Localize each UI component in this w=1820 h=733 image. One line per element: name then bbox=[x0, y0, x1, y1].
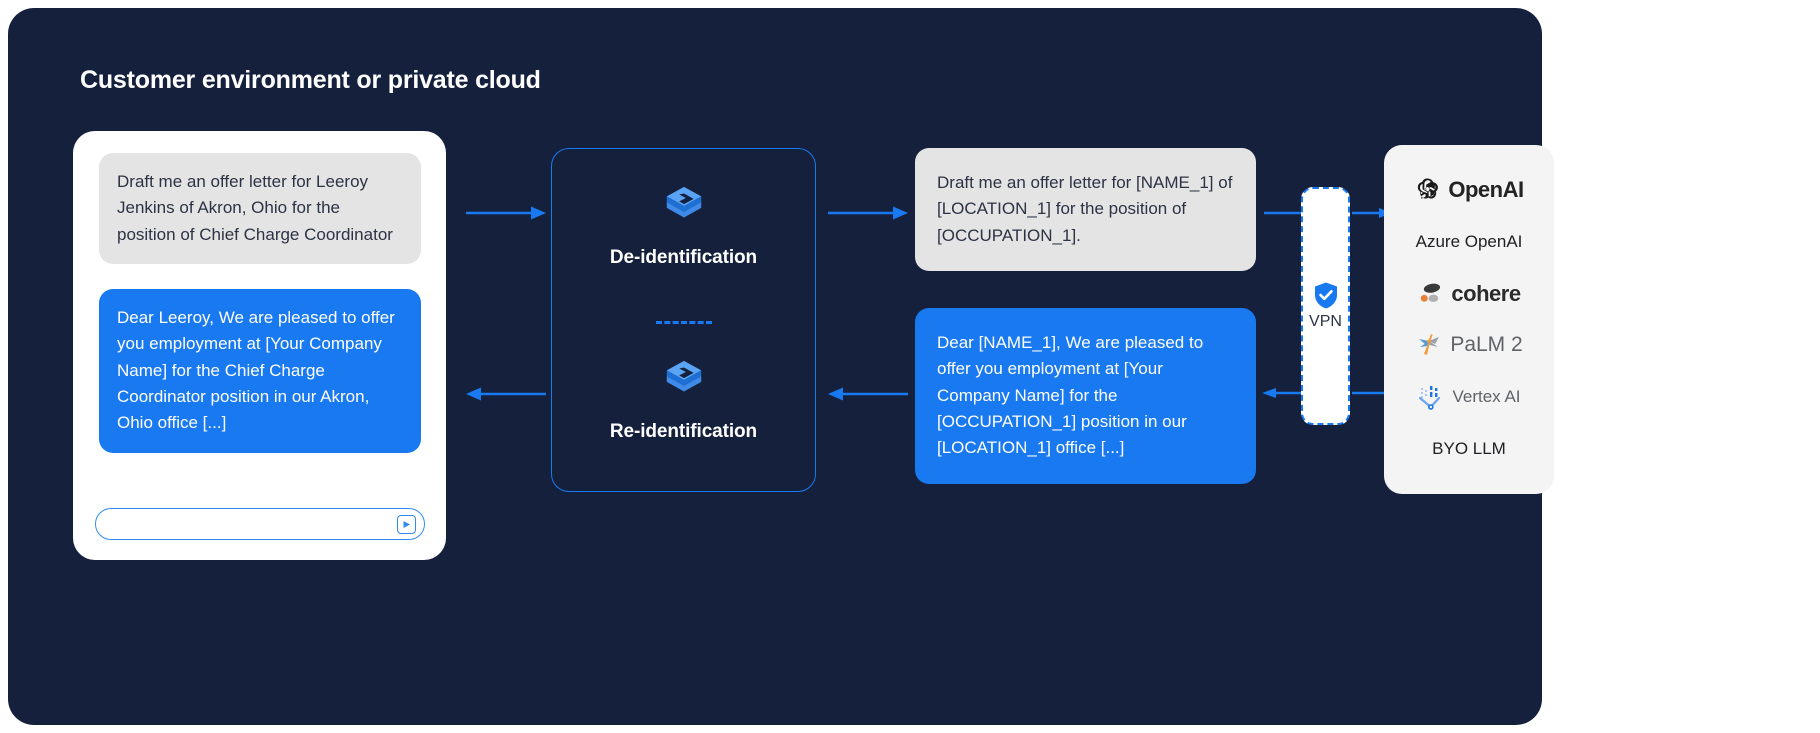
arrow-reidentification-to-chat bbox=[466, 382, 546, 406]
llm-provider-label: Vertex AI bbox=[1452, 387, 1521, 407]
palm-logo-icon bbox=[1419, 334, 1440, 356]
shield-check-icon bbox=[1314, 282, 1337, 308]
vertex-ai-logo-icon bbox=[1419, 386, 1441, 411]
chat-message-user: Draft me an offer letter for Leeroy Jenk… bbox=[99, 153, 421, 265]
step-label-re-identification: Re-identification bbox=[609, 421, 758, 442]
chat-composer[interactable] bbox=[95, 508, 425, 540]
deidentification-engine-card: De-identification Re-identification bbox=[551, 148, 816, 492]
layers-stack-icon bbox=[666, 186, 701, 218]
step-de-identification: De-identification bbox=[552, 183, 815, 269]
send-icon[interactable] bbox=[397, 514, 416, 534]
arrow-redacted-to-reidentification bbox=[828, 382, 908, 406]
chat-message-assistant: Dear Leeroy, We are pleased to offer you… bbox=[99, 289, 421, 453]
llm-provider-vertex-ai: Vertex AI bbox=[1384, 376, 1554, 418]
llm-provider-label: BYO LLM bbox=[1432, 439, 1506, 459]
chat-input[interactable] bbox=[110, 509, 390, 539]
arrow-chat-to-deidentification bbox=[466, 201, 546, 225]
redacted-message-assistant: Dear [NAME_1], We are pleased to offer y… bbox=[915, 308, 1256, 484]
llm-provider-openai: OpenAI bbox=[1384, 169, 1554, 211]
layers-stack-icon bbox=[666, 360, 701, 392]
openai-logo-icon bbox=[1418, 178, 1439, 200]
page-title: Customer environment or private cloud bbox=[80, 66, 541, 94]
llm-provider-label: OpenAI bbox=[1448, 176, 1524, 202]
llm-providers-card: OpenAI Azure OpenAI cohere bbox=[1384, 145, 1554, 494]
step-re-identification: Re-identification bbox=[552, 357, 815, 443]
arrow-deidentification-to-redacted bbox=[828, 201, 908, 225]
llm-provider-azure-openai: Azure OpenAI bbox=[1384, 221, 1554, 263]
redacted-message-user: Draft me an offer letter for [NAME_1] of… bbox=[915, 148, 1256, 272]
step-label-de-identification: De-identification bbox=[609, 247, 758, 268]
arrow-vpn-to-redacted bbox=[1262, 385, 1304, 401]
vpn-label: VPN bbox=[1309, 312, 1342, 330]
llm-provider-palm2: PaLM 2 bbox=[1384, 324, 1554, 366]
llm-provider-label: cohere bbox=[1451, 280, 1521, 306]
llm-provider-label: Azure OpenAI bbox=[1415, 231, 1523, 251]
llm-provider-cohere: cohere bbox=[1384, 273, 1554, 315]
llm-provider-byo-llm: BYO LLM bbox=[1384, 428, 1554, 470]
arrow-redacted-to-vpn bbox=[1264, 205, 1304, 221]
dashed-divider bbox=[655, 321, 712, 324]
llm-provider-label: PaLM 2 bbox=[1450, 333, 1523, 357]
cohere-logo-icon bbox=[1421, 283, 1441, 303]
vpn-tunnel: VPN bbox=[1301, 187, 1350, 425]
chat-application-card: Draft me an offer letter for Leeroy Jenk… bbox=[73, 131, 446, 560]
